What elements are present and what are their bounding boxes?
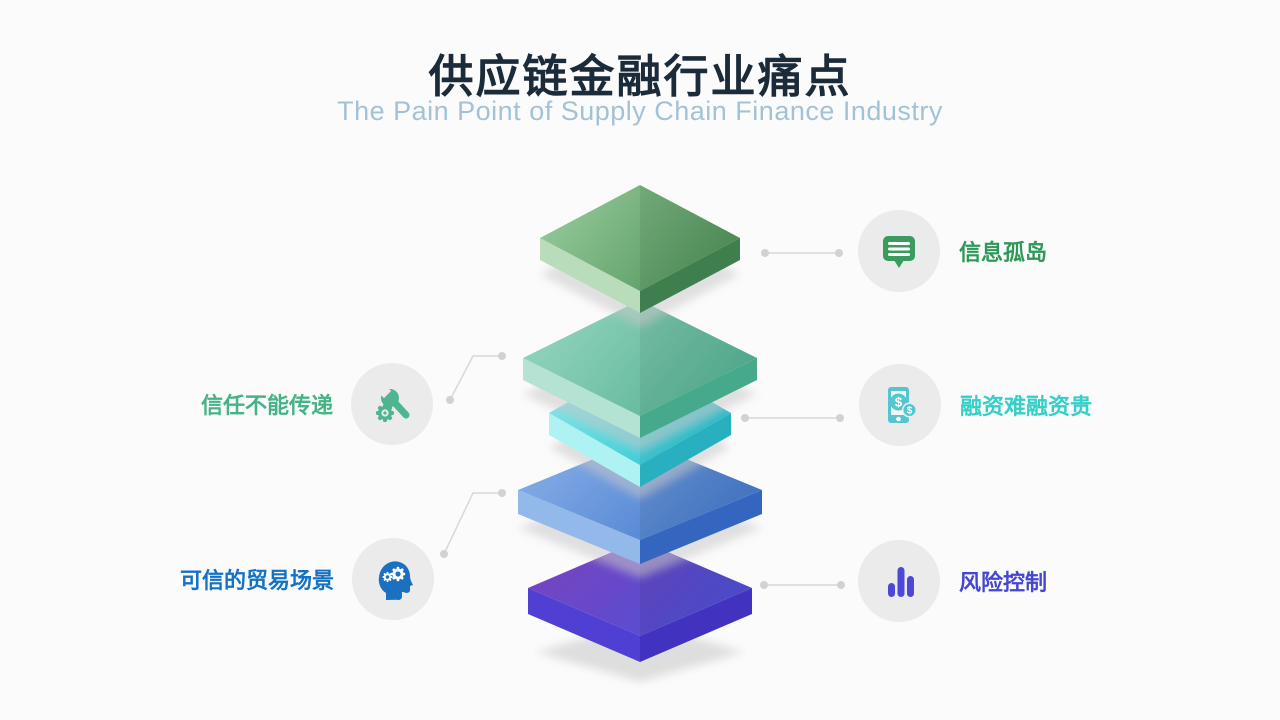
callout-label: 信息孤岛 bbox=[959, 240, 1048, 265]
message-icon bbox=[883, 236, 915, 268]
wrench-gear-icon bbox=[376, 383, 410, 422]
callout-label: 融资难融资贵 bbox=[960, 394, 1093, 419]
bar-chart-icon bbox=[888, 567, 914, 597]
callout-label: 信任不能传递 bbox=[200, 393, 333, 418]
icon-bubble: $ $ bbox=[859, 364, 941, 446]
callout-information-island: 信息孤岛 bbox=[858, 210, 1047, 292]
head-gears-icon bbox=[378, 561, 413, 601]
callout-trusted-trade: 可信的贸易场景 bbox=[180, 538, 434, 620]
svg-text:$: $ bbox=[895, 395, 903, 410]
callout-label: 可信的贸易场景 bbox=[179, 568, 334, 593]
page-title: 供应链金融行业痛点 bbox=[428, 51, 852, 102]
icon-bubble bbox=[352, 538, 434, 620]
icon-bubble bbox=[858, 540, 940, 622]
callout-trust-transfer: 信任不能传递 bbox=[201, 363, 433, 445]
phone-dollar-icon: $ $ bbox=[888, 387, 918, 423]
callout-risk-control: 风险控制 bbox=[858, 540, 1047, 622]
callout-label: 风险控制 bbox=[959, 570, 1048, 595]
icon-bubble bbox=[351, 363, 433, 445]
svg-text:$: $ bbox=[907, 406, 913, 417]
gear bbox=[382, 572, 393, 582]
stack-layer-1 bbox=[540, 185, 740, 313]
callout-financing: $ $ 融资难融资贵 bbox=[859, 364, 1092, 446]
icon-bubble bbox=[858, 210, 940, 292]
gear bbox=[390, 566, 406, 582]
stack-layer-2 bbox=[523, 300, 757, 438]
gear bbox=[376, 404, 394, 422]
page-subtitle: The Pain Point of Supply Chain Finance I… bbox=[337, 96, 943, 126]
pyramid-stack bbox=[518, 185, 762, 682]
